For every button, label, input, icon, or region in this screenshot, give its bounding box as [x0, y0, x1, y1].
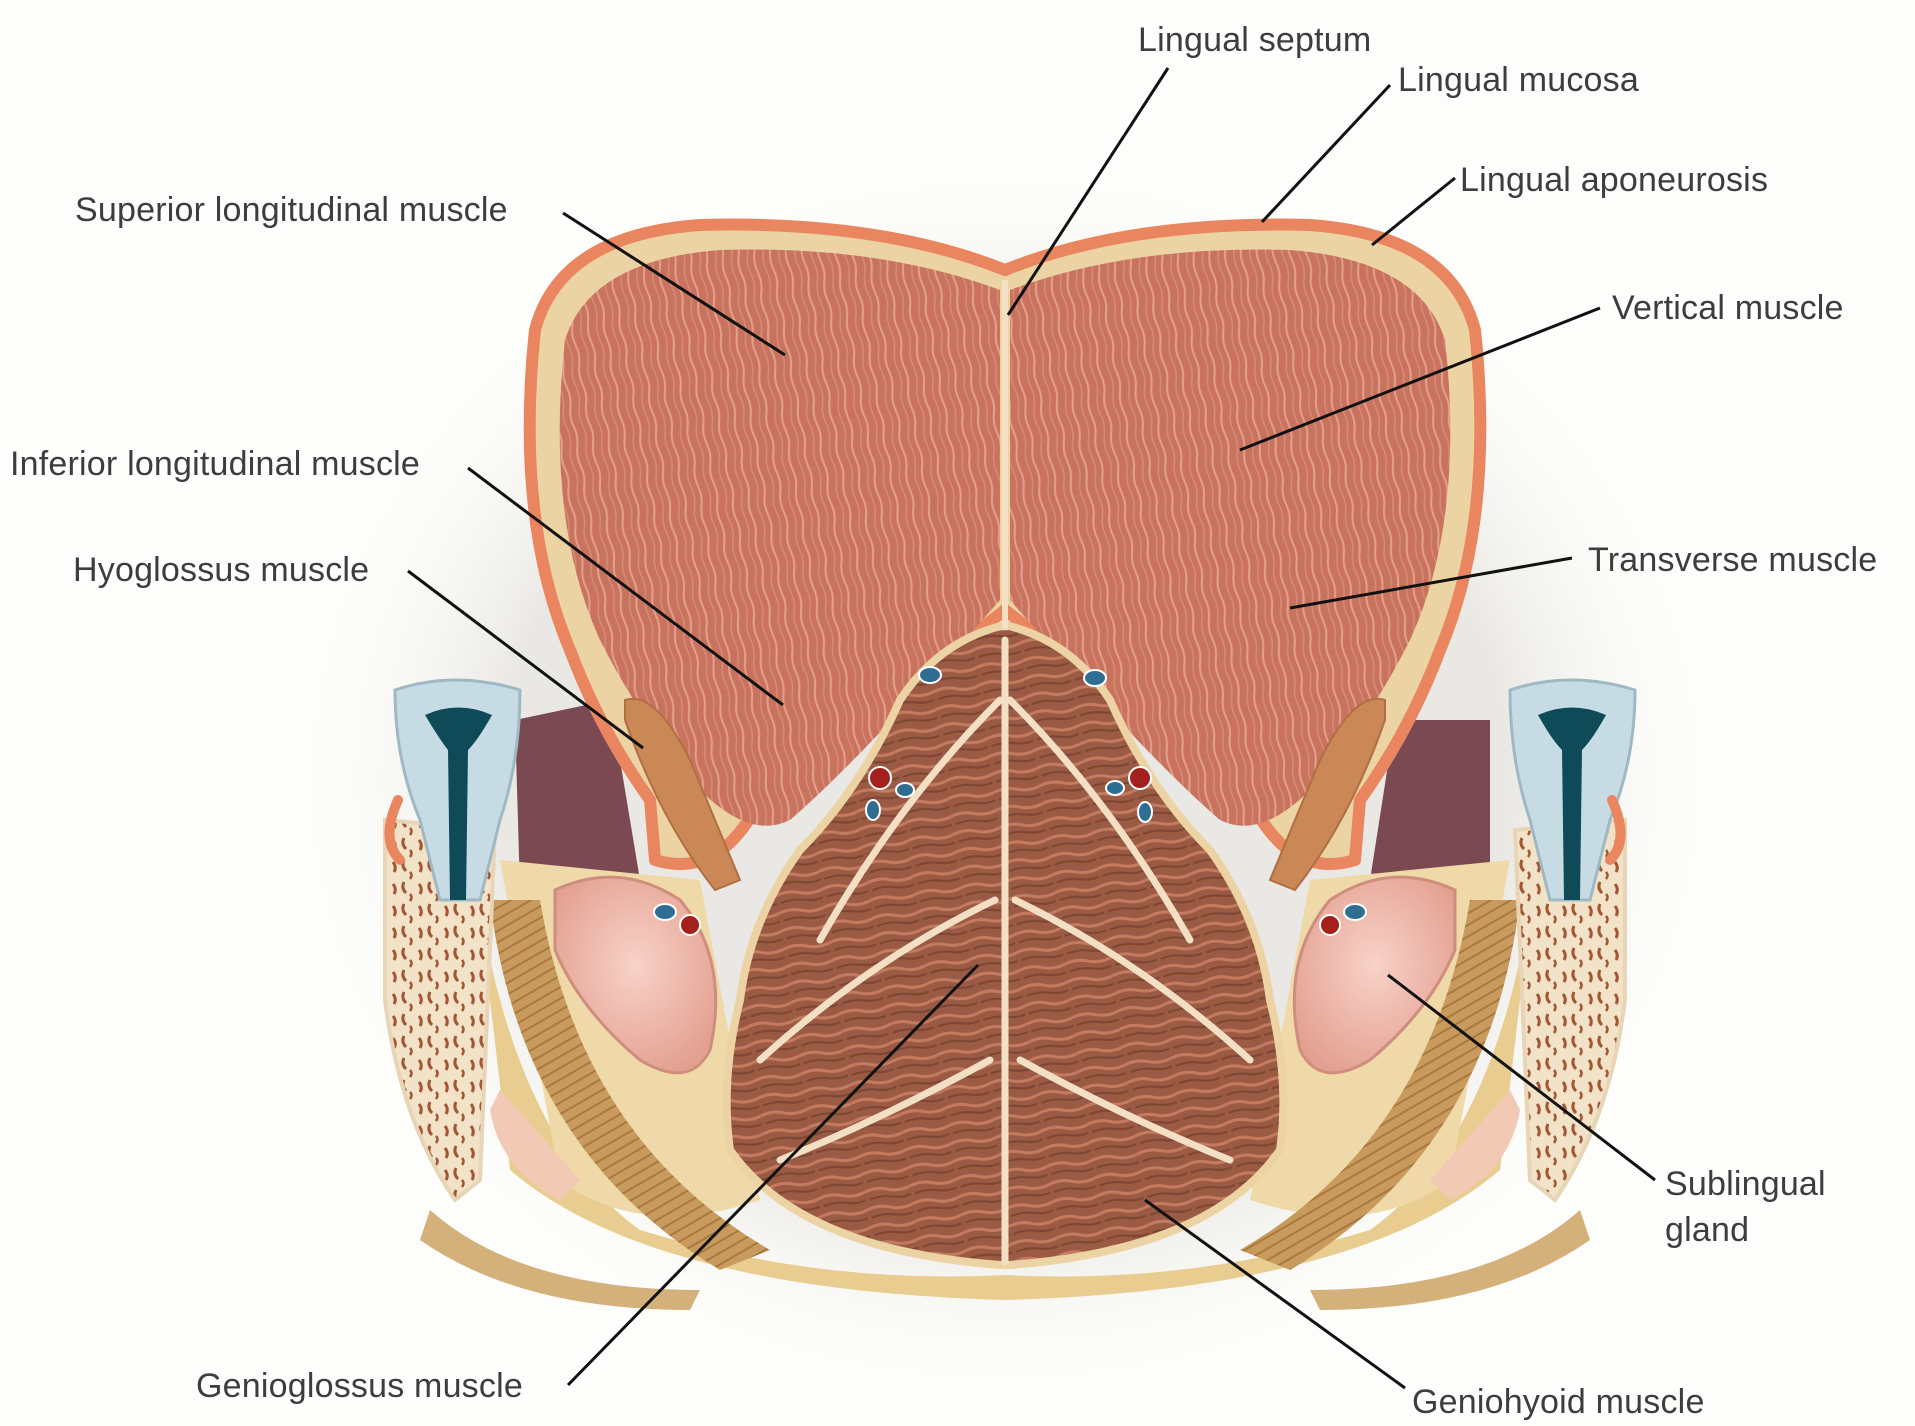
- label-sublingual-gland: Sublingual gland: [1665, 1162, 1885, 1254]
- label-lingual-septum: Lingual septum: [1138, 18, 1371, 64]
- label-superior-longitudinal-muscle: Superior longitudinal muscle: [75, 188, 508, 234]
- label-hyoglossus-muscle: Hyoglossus muscle: [73, 548, 369, 594]
- label-transverse-muscle: Transverse muscle: [1588, 538, 1877, 584]
- label-genioglossus-muscle: Genioglossus muscle: [196, 1364, 523, 1410]
- label-inferior-longitudinal-muscle: Inferior longitudinal muscle: [10, 442, 420, 488]
- label-geniohyoid-muscle: Geniohyoid muscle: [1412, 1380, 1705, 1426]
- label-lingual-aponeurosis: Lingual aponeurosis: [1460, 158, 1768, 204]
- label-lingual-mucosa: Lingual mucosa: [1398, 58, 1639, 104]
- leader-lingual-aponeurosis: [1372, 178, 1455, 245]
- label-vertical-muscle: Vertical muscle: [1612, 286, 1844, 332]
- leader-lingual-mucosa: [1262, 85, 1390, 222]
- label-sublingual-gland-line1: Sublingual: [1665, 1162, 1885, 1208]
- label-sublingual-gland-line2: gland: [1665, 1208, 1885, 1254]
